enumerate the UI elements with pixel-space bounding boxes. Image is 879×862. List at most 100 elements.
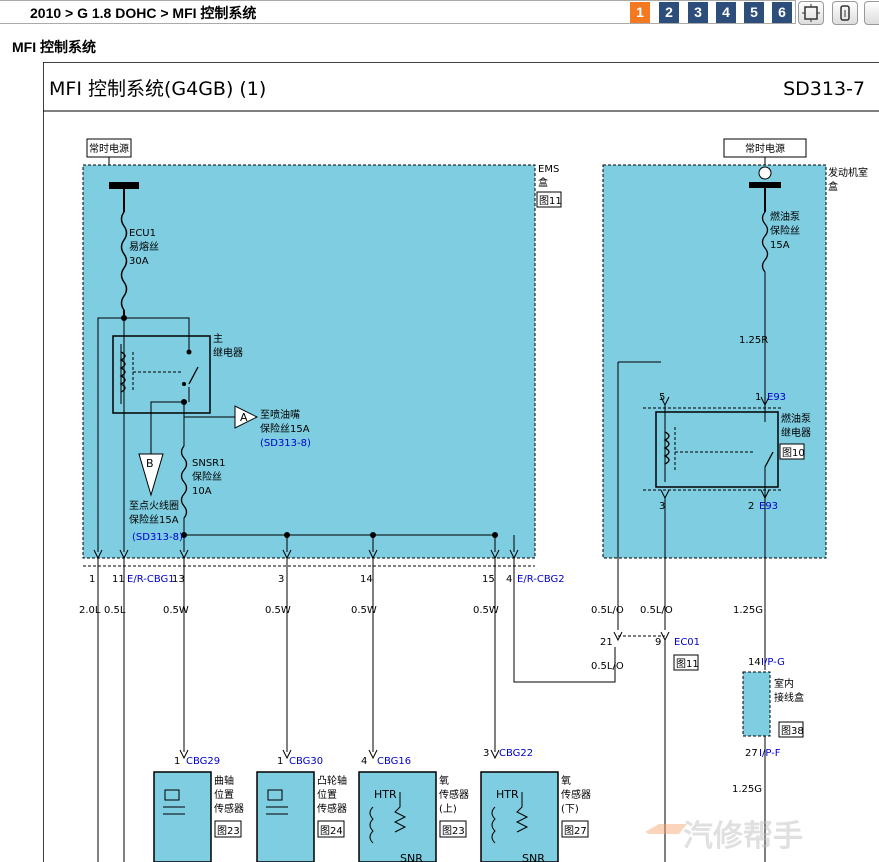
ems-box-label-2: 盒 [538, 176, 548, 189]
cbg29-pin: 1 [174, 756, 180, 767]
ems-pin-11: 11 [112, 574, 125, 585]
cbg16-name[interactable]: CBG16 [377, 756, 411, 767]
main-relay-box [112, 335, 211, 414]
watermark-text: 汽修帮手 [683, 819, 803, 854]
fp-fuse-label-1: 燃油泵 [770, 210, 800, 223]
ec01-name[interactable]: EC01 [674, 637, 700, 648]
heater-icon [369, 806, 374, 844]
e-r-cbg2[interactable]: E/R-CBG2 [517, 574, 565, 585]
engine-room-box [602, 164, 827, 559]
wiring-diagram: MFI 控制系统(G4GB) (1) SD313-7 常时电源 常时电源 EMS… [43, 62, 879, 862]
ems-pin-14: 14 [360, 574, 373, 585]
page-button-4[interactable]: 4 [716, 2, 736, 23]
ems-box [82, 164, 536, 559]
connector-b-icon [138, 453, 164, 497]
fp-fuse-label-2: 保险丝 [770, 224, 800, 237]
fp-relay-box [655, 411, 779, 488]
component-locator-icon[interactable] [798, 1, 824, 25]
cbg16-fig[interactable]: 图23 [442, 825, 465, 837]
cbg29-name[interactable]: CBG29 [186, 756, 220, 767]
page-button-2[interactable]: 2 [659, 2, 679, 23]
cbg30-label-2: 位置 [317, 788, 337, 801]
snr-label-2: SNR [522, 852, 545, 862]
cbg22-fig[interactable]: 图27 [564, 825, 587, 837]
connector-b: B [146, 457, 154, 470]
ems-pin-3: 3 [278, 574, 284, 585]
e93-bottom[interactable]: E93 [759, 501, 778, 512]
fp-relay-fig[interactable]: 图10 [782, 447, 805, 459]
junction-fig[interactable]: 图38 [781, 725, 804, 737]
cbg30-pin: 1 [277, 756, 283, 767]
top-bar: 2010 > G 1.8 DOHC > MFI 控制系统 1 2 3 4 5 6 [0, 0, 879, 26]
print-icon[interactable] [864, 1, 879, 25]
main-relay-label-1: 主 [213, 333, 223, 345]
watermark-logo: 汽修帮手 [645, 819, 803, 854]
ems-box-fig[interactable]: 图11 [539, 195, 562, 207]
e93-top[interactable]: E93 [767, 392, 786, 403]
junction-box [742, 671, 771, 737]
junction-label-1: 室内 [774, 677, 794, 690]
cbg22-label-3: (下) [561, 804, 579, 815]
fp-pin-1: 1 [755, 392, 761, 403]
connector-a-icon [234, 405, 259, 429]
engine-box-label-1: 发动机室 [828, 166, 868, 179]
snsr1-label-2: 保险丝 [192, 470, 222, 483]
diagram-title: MFI 控制系统(G4GB) (1) [49, 78, 266, 100]
connector-icon[interactable] [832, 1, 858, 25]
ems-pin-1: 1 [89, 574, 95, 585]
ipg-pin: 14 [748, 657, 761, 668]
to-injector-2: 保险丝15A [260, 422, 310, 435]
diagram-code: SD313-7 [783, 78, 865, 100]
ec01-pin-21: 21 [600, 637, 613, 648]
htr-label-2: HTR [496, 788, 519, 801]
ec01-fig[interactable]: 图11 [676, 658, 699, 670]
crank-sensor-icon [163, 789, 185, 815]
breadcrumb: 2010 > G 1.8 DOHC > MFI 控制系统 [0, 0, 796, 24]
cbg29-fig[interactable]: 图23 [217, 825, 240, 837]
fp-relay-coil-icon [663, 431, 670, 465]
cbg22-name[interactable]: CBG22 [499, 748, 533, 759]
ipf-name[interactable]: I/P-F [759, 748, 781, 759]
fuel-pump-fuse-icon [761, 211, 769, 273]
junction-label-2: 接线盒 [774, 691, 804, 704]
cbg16-label-1: 氧 [439, 774, 449, 787]
fp-relay-label-2: 继电器 [781, 426, 811, 439]
to-ignition-link[interactable]: (SD313-8) [132, 532, 183, 543]
crank-sensor: 1 CBG29 曲轴 位置 传感器 图23 [153, 749, 244, 862]
cbg22-pin: 3 [483, 748, 489, 759]
cbg29-label-3: 传感器 [214, 802, 244, 815]
cbg30-name[interactable]: CBG30 [289, 756, 323, 767]
wire-1.25g: 1.25G [733, 605, 763, 616]
fp-relay-label-1: 燃油泵 [781, 412, 811, 425]
ec01-wire: 0.5L/O [591, 661, 624, 672]
page-button-3[interactable]: 3 [688, 2, 708, 23]
ems-pin-13: 13 [172, 574, 185, 585]
wire-0.5w-3: 0.5W [351, 605, 377, 616]
fp-fuse-label-3: 15A [770, 240, 790, 251]
cbg16-label-2: 传感器 [439, 788, 469, 801]
to-ignition-1: 至点火线圈 [129, 499, 179, 512]
page-button-5[interactable]: 5 [744, 2, 764, 23]
cbg16-pin: 4 [361, 756, 367, 767]
wire-1.25g-2: 1.25G [732, 784, 762, 795]
wire-0.5w-4: 0.5W [473, 605, 499, 616]
ec01-pin-9: 9 [655, 637, 661, 648]
heater-icon-2 [491, 806, 496, 844]
cbg30-fig[interactable]: 图24 [320, 825, 343, 837]
e-r-cbg1[interactable]: E/R-CBG1 [127, 574, 175, 585]
cam-sensor-icon [266, 789, 288, 815]
page-button-1[interactable]: 1 [630, 2, 650, 23]
o2-sensor-up: 4 CBG16 HTR SNR 氧 传感器 (上) 图23 [358, 749, 469, 862]
main-relay-switch-icon [188, 366, 199, 385]
cbg16-label-3: (上) [439, 803, 457, 815]
to-ignition-2: 保险丝15A [129, 513, 179, 526]
power-label-right: 常时电源 [745, 142, 785, 155]
snsr1-fuse-icon [180, 445, 188, 519]
power-label-left: 常时电源 [89, 142, 129, 155]
page-button-6[interactable]: 6 [772, 2, 792, 23]
ipg-name[interactable]: I/P-G [761, 657, 785, 668]
wire-0.5w-1: 0.5W [163, 605, 189, 616]
ipf-pin: 27 [745, 748, 758, 759]
to-injector-link[interactable]: (SD313-8) [260, 438, 311, 449]
wire-0.5lo-2: 0.5L/O [640, 605, 673, 616]
